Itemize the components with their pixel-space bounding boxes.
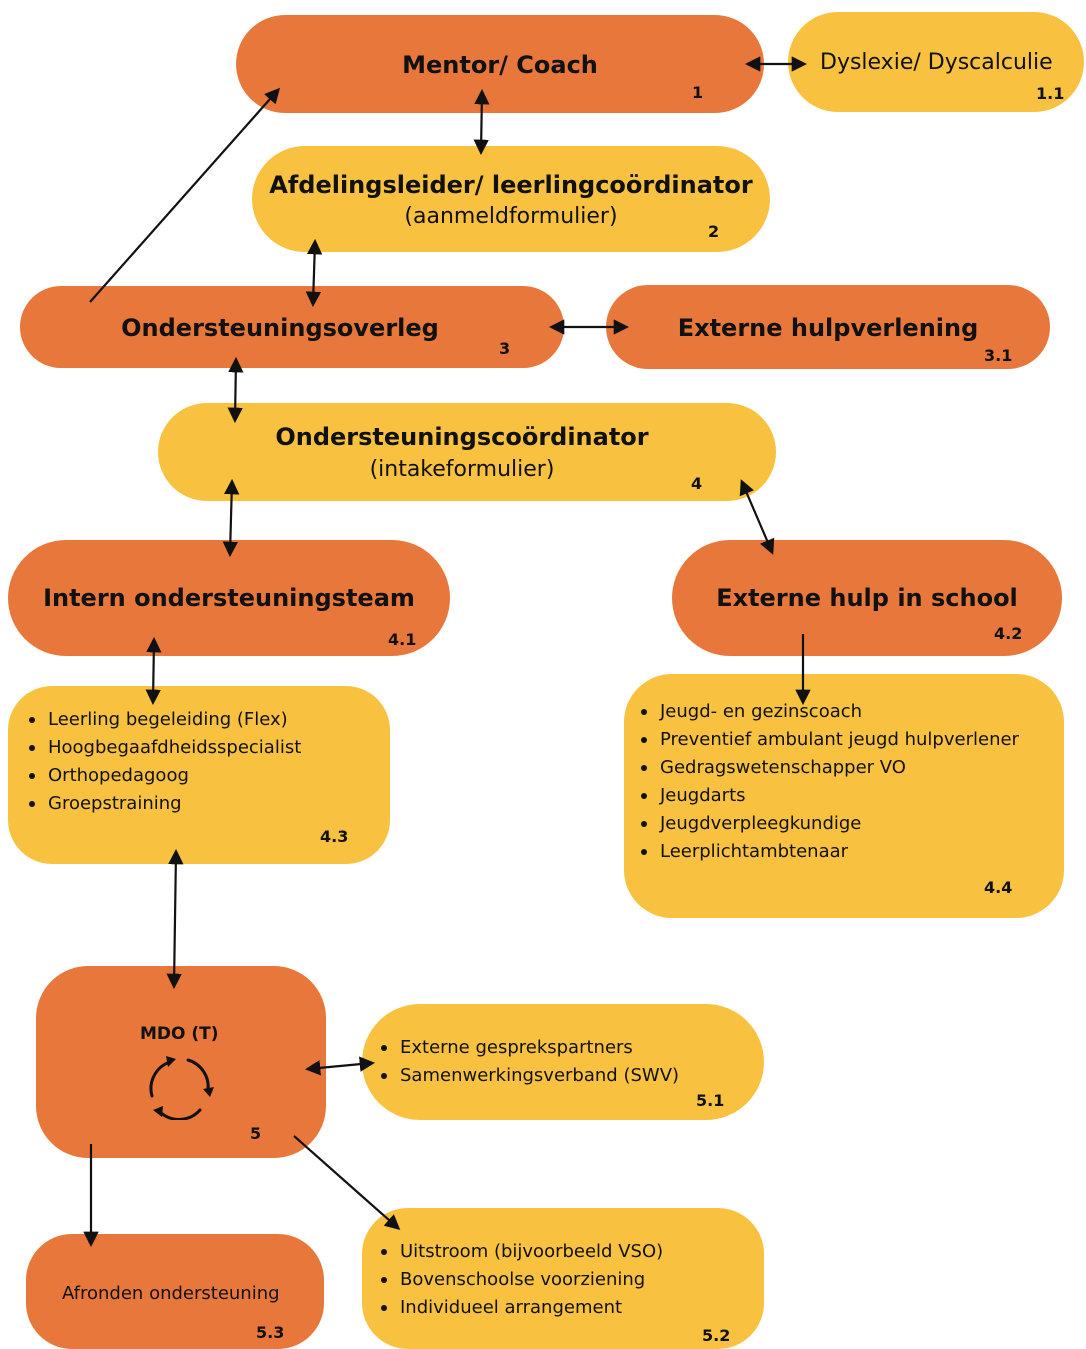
node-number: 4.2 [994, 624, 1023, 643]
node-number: 5 [250, 1124, 262, 1143]
list-item: Leerplichtambtenaar [638, 838, 1019, 866]
partners-list-items: Externe gesprekspartners Samenwerkingsve… [378, 1034, 679, 1090]
list-item: Bovenschoolse voorziening [378, 1266, 663, 1294]
node-afdelingsleider: Afdelingsleider/ leerlingcoördinator (aa… [252, 146, 770, 252]
list-item: Orthopedagoog [26, 762, 301, 790]
arrow-intern-list-mdo [166, 848, 184, 990]
node-subtitle: (intakeformulier) [369, 457, 555, 482]
node-title: Afronden ondersteuning [62, 1283, 280, 1304]
node-mentor-coach: Mentor/ Coach 1 [236, 15, 764, 113]
node-intern-list: Leerling begeleiding (Flex) Hoogbegaafdh… [8, 686, 390, 864]
node-afronden-ondersteuning: Afronden ondersteuning 5.3 [26, 1234, 324, 1349]
node-number: 3 [499, 339, 511, 358]
node-number: 5.2 [702, 1326, 731, 1345]
node-number: 4.1 [388, 630, 417, 649]
arrow-mdo-uitstroom [293, 1135, 401, 1231]
list-item: Jeugd- en gezinscoach [638, 698, 1019, 726]
node-number: 5.3 [256, 1323, 285, 1342]
list-item: Preventief ambulant jeugd hulpverlener [638, 726, 1019, 754]
node-dyslexie-dyscalculie: Dyslexie/ Dyscalculie 1.1 [788, 12, 1084, 112]
node-externe-hulpverlening: Externe hulpverlening 3.1 [606, 285, 1050, 369]
uitstroom-list-items: Uitstroom (bijvoorbeeld VSO) Bovenschool… [378, 1238, 663, 1322]
node-title: Externe hulp in school [716, 584, 1018, 612]
node-title: Dyslexie/ Dyscalculie [820, 50, 1053, 75]
node-number: 4 [691, 474, 703, 493]
list-item: Jeugdarts [638, 782, 1019, 810]
arrow-overleg-mentor [89, 87, 281, 303]
list-item: Leerling begeleiding (Flex) [26, 706, 301, 734]
list-item: Gedragswetenschapper VO [638, 754, 1019, 782]
arrow-intern-list [145, 636, 162, 706]
node-title: Ondersteuningsoverleg [121, 314, 439, 342]
node-subtitle: (aanmeldformulier) [404, 204, 618, 229]
arrow-mentor-afdelingsleider [473, 88, 490, 156]
node-number: 3.1 [984, 346, 1013, 365]
list-item: Externe gesprekspartners [378, 1034, 679, 1062]
node-title: Intern ondersteuningsteam [43, 584, 415, 612]
list-item: Individueel arrangement [378, 1294, 663, 1322]
node-externe-hulp-in-school: Externe hulp in school 4.2 [672, 540, 1062, 656]
node-number: 1 [692, 83, 704, 102]
node-number: 2 [708, 222, 720, 241]
list-item: Groepstraining [26, 790, 301, 818]
arrow-afdelingsleider-overleg [305, 238, 323, 308]
node-number: 4.3 [320, 827, 349, 846]
node-ondersteuningscoordinator: Ondersteuningscoördinator (intakeformuli… [158, 403, 776, 501]
node-intern-ondersteuningsteam: Intern ondersteuningsteam 4.1 [8, 540, 450, 656]
extern-list-items: Jeugd- en gezinscoach Preventief ambulan… [638, 698, 1019, 866]
list-item: Hoogbegaafdheidsspecialist [26, 734, 301, 762]
arrow-overleg-coordinator [227, 356, 244, 424]
cycle-arrows-icon [149, 1056, 214, 1120]
node-number: 1.1 [1036, 84, 1065, 103]
node-gesprekspartners: Externe gesprekspartners Samenwerkingsve… [362, 1004, 764, 1120]
arrow-coordinator-extern-school [739, 479, 775, 555]
node-title: Afdelingsleider/ leerlingcoördinator [269, 171, 753, 199]
arrow-coordinator-intern [222, 478, 240, 558]
node-ondersteuningsoverleg: Ondersteuningsoverleg 3 [20, 286, 564, 368]
list-item: Samenwerkingsverband (SWV) [378, 1062, 679, 1090]
intern-list-items: Leerling begeleiding (Flex) Hoogbegaafdh… [26, 706, 301, 818]
node-title: MDO (T) [140, 1024, 219, 1044]
node-mdo: MDO (T) 5 [36, 966, 326, 1158]
node-number: 4.4 [984, 878, 1013, 897]
node-title: Mentor/ Coach [402, 51, 598, 79]
list-item: Uitstroom (bijvoorbeeld VSO) [378, 1238, 663, 1266]
node-number: 5.1 [696, 1091, 725, 1110]
node-title: Externe hulpverlening [677, 314, 979, 342]
node-title: Ondersteuningscoördinator [275, 423, 649, 451]
list-item: Jeugdverpleegkundige [638, 810, 1019, 838]
node-extern-list: Jeugd- en gezinscoach Preventief ambulan… [624, 674, 1064, 918]
arrow-mdo-partners [304, 1056, 376, 1076]
node-uitstroom: Uitstroom (bijvoorbeeld VSO) Bovenschool… [362, 1208, 764, 1349]
